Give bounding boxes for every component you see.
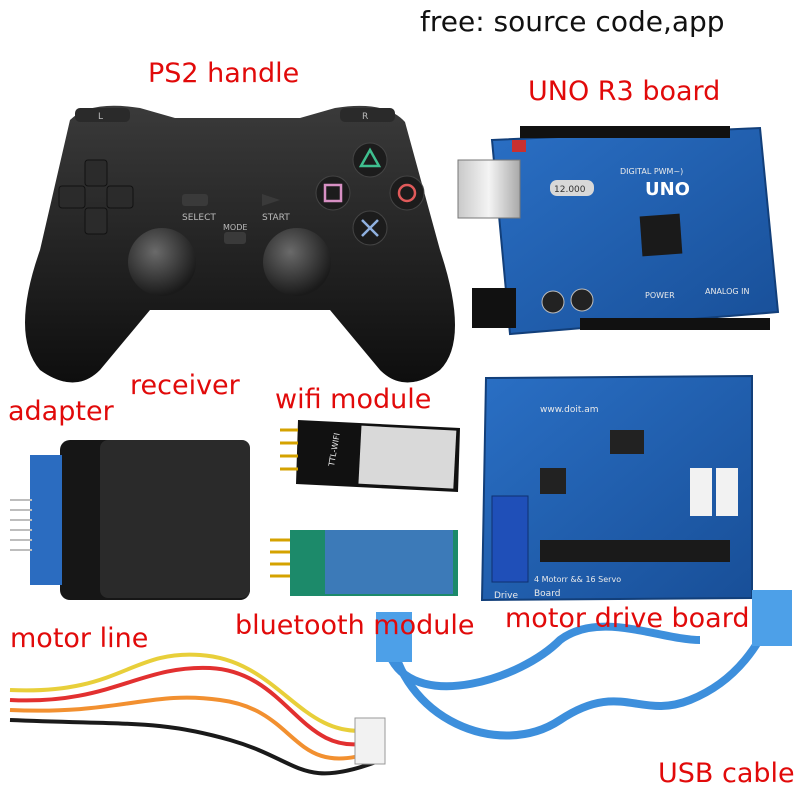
- motor-connector: [354, 717, 386, 765]
- crystal-text: 12.000: [554, 185, 586, 195]
- ps2-controller: SELECT START MODE L R: [25, 105, 455, 383]
- headline: free: source code,app: [420, 5, 725, 38]
- wifi-module: TTL-WIFI: [280, 420, 460, 492]
- driver-chip-2: [610, 430, 644, 454]
- screw-terminal: [491, 495, 529, 583]
- dc-jack: [472, 288, 516, 328]
- bluetooth-module: [270, 530, 458, 596]
- square-icon: [323, 183, 343, 203]
- dpad: [58, 159, 134, 235]
- triangle-icon: [358, 147, 382, 168]
- uno-name: UNO: [645, 179, 690, 200]
- servo-header: [540, 540, 730, 562]
- action-buttons: [315, 142, 425, 246]
- caption-text: 4 Motorr && 16 Servo: [534, 575, 621, 584]
- reset-button: [512, 140, 526, 152]
- usb-cable: [376, 590, 792, 740]
- select-text: SELECT: [182, 213, 216, 223]
- bt-chip-board: [325, 530, 453, 594]
- label-ps2-handle: PS2 handle: [148, 58, 300, 89]
- start-button: [262, 194, 280, 206]
- atmega-chip: [639, 213, 683, 257]
- drive-text: Drive: [494, 591, 518, 601]
- driver-chip-1: [540, 468, 566, 494]
- analog-text: ANALOG IN: [705, 287, 750, 296]
- uno-r3-board: UNO 12.000 DIGITAL PWM~) POWER ANALOG IN: [457, 126, 780, 336]
- crystal: [550, 180, 594, 196]
- label-adapter: adapter: [8, 396, 114, 427]
- label-motor-drive-board: motor drive board: [505, 603, 750, 634]
- left-analog-stick: [128, 228, 196, 296]
- circle-icon: [397, 183, 417, 203]
- analog-header: [580, 318, 770, 330]
- label-motor-line: motor line: [10, 623, 149, 654]
- label-uno-board: UNO R3 board: [528, 76, 721, 107]
- label-receiver: receiver: [130, 370, 240, 401]
- label-usb-cable: USB cable: [658, 758, 795, 789]
- connector-white-2: [716, 468, 738, 516]
- digital-text: DIGITAL PWM~): [620, 167, 683, 176]
- usb-b-plug-right: [752, 590, 792, 646]
- board-text: Board: [534, 589, 560, 599]
- usb-a-plug-left: [376, 612, 412, 662]
- motor-line: [9, 652, 386, 776]
- select-button: [182, 194, 208, 206]
- start-text: START: [262, 213, 290, 223]
- mode-button: [224, 232, 246, 244]
- adapter-board: [30, 455, 62, 585]
- connector-white-1: [690, 468, 712, 516]
- r-text: R: [362, 112, 368, 122]
- esp-chip: [358, 425, 457, 489]
- usb-b-port: [457, 159, 521, 219]
- label-bluetooth-module: bluetooth module: [235, 610, 475, 641]
- motor-drive-board: www.doit.am 4 Motorr && 16 Servo Drive B…: [480, 374, 753, 602]
- r-shoulder-button: [340, 108, 395, 122]
- site-text: www.doit.am: [540, 405, 599, 415]
- digital-header: [520, 126, 730, 138]
- cross-icon: [361, 219, 379, 237]
- l-shoulder-button: [75, 108, 130, 122]
- l-text: L: [98, 112, 103, 122]
- power-text: POWER: [645, 291, 675, 300]
- right-analog-stick: [263, 228, 331, 296]
- label-wifi-module: wifi module: [275, 384, 432, 415]
- mode-text: MODE: [223, 223, 247, 232]
- receiver-adapter: [10, 440, 250, 600]
